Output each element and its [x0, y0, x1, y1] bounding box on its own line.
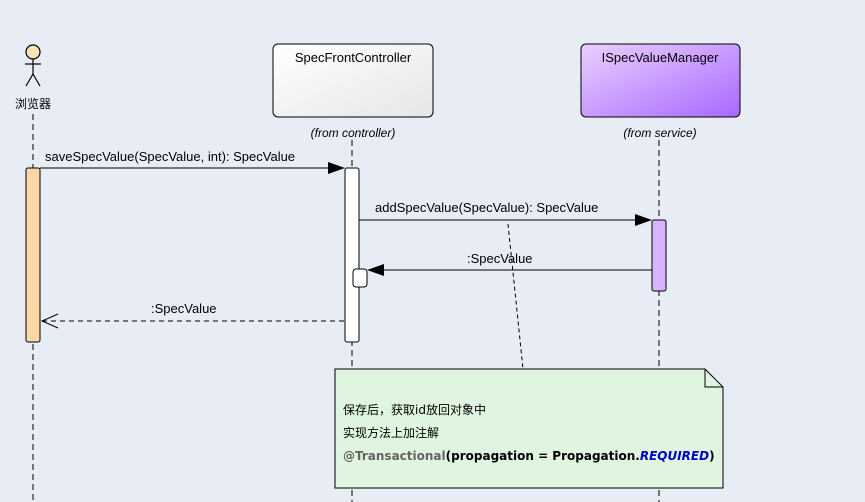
message-return-manager-label: :SpecValue — [467, 251, 533, 266]
message-return-manager[interactable]: :SpecValue — [367, 251, 652, 276]
note-annotation: @Transactional — [343, 449, 446, 463]
note-code-constant: REQUIRED — [639, 449, 710, 463]
actor-leg-left — [25, 73, 34, 87]
manager-activation-bar — [651, 219, 667, 292]
manager-lifeline-box[interactable]: ISpecValueManager — [580, 43, 741, 118]
message-add-spec-value[interactable]: addSpecValue(SpecValue): SpecValue — [359, 200, 652, 226]
message-add-label: addSpecValue(SpecValue): SpecValue — [375, 200, 598, 215]
controller-activation-bar — [344, 167, 360, 343]
manager-name: ISpecValueManager — [602, 50, 720, 65]
actor-leg-right — [32, 73, 41, 87]
note-code-close: ) — [709, 449, 715, 463]
note-box[interactable] — [334, 368, 724, 489]
actor-activation-bar — [25, 167, 41, 343]
message-return-browser[interactable]: :SpecValue — [40, 301, 345, 329]
message-save-spec-value[interactable]: saveSpecValue(SpecValue, int): SpecValue — [40, 149, 345, 174]
note-line-2: 实现方法上加注解 — [343, 426, 440, 440]
manager-from: (from service) — [623, 126, 696, 140]
controller-self-activation — [352, 268, 368, 288]
actor-label: 浏览器 — [15, 96, 51, 111]
note-code-open: (propagation = Propagation. — [445, 449, 640, 463]
controller-name: SpecFrontController — [295, 50, 412, 65]
note-line-1: 保存后，获取id放回对象中 — [343, 403, 486, 417]
note-code-line: @Transactional(propagation = Propagation… — [343, 445, 723, 468]
message-save-label: saveSpecValue(SpecValue, int): SpecValue — [45, 149, 295, 164]
controller-from: (from controller) — [311, 126, 396, 140]
actor-browser: 浏览器 — [15, 44, 51, 111]
note-connector — [507, 223, 524, 370]
controller-lifeline-box[interactable]: SpecFrontController — [272, 43, 434, 118]
note-content: 保存后，获取id放回对象中 实现方法上加注解 @Transactional(pr… — [335, 369, 723, 488]
actor-head — [25, 44, 41, 60]
message-return-browser-label: :SpecValue — [151, 301, 217, 316]
